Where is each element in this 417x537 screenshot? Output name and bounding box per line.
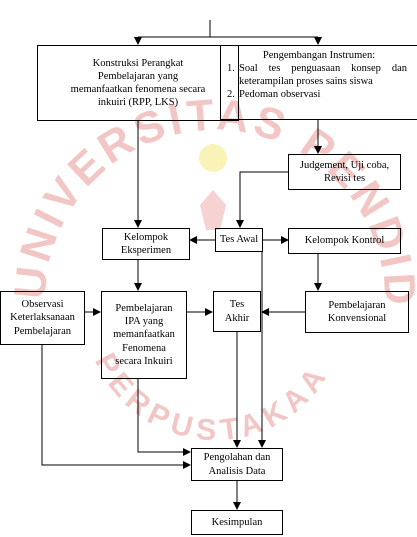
- judgement-box: Judgement, Uji coba, Revisi tes: [288, 154, 401, 190]
- eksperimen-line-1: Kelompok: [123, 231, 169, 243]
- eksperimen-line-2: Eksperimen: [120, 245, 172, 256]
- pengolahan-line-2: Analisis Data: [208, 465, 266, 477]
- connector-observasi-pengolahan: [41, 345, 191, 469]
- tes-akhir-box: Tes Akhir: [213, 291, 261, 332]
- observasi-line-1: Observasi: [21, 299, 64, 311]
- connector-pembelajaran-pengolahan: [137, 379, 191, 456]
- watermark-emblem: [200, 190, 226, 230]
- observasi-line-3: Pembelajaran: [13, 325, 72, 337]
- pengembangan-item-1-num: 1.: [227, 63, 235, 75]
- connector-judgement-tesawal: [236, 171, 288, 228]
- pembelajaran-ipa-line-3: memanfaatkan: [113, 329, 175, 341]
- pengolahan-line-1: Pengolahan dan: [203, 452, 271, 464]
- watermark-sun: [199, 144, 227, 172]
- konstruksi-line-4: inkuiri (RPP, LKS): [97, 97, 179, 109]
- tes-awal-line-1: Tes Awal: [219, 234, 259, 246]
- kontrol-line-1: Kelompok Kontrol: [304, 235, 385, 247]
- kesimpulan-box: Kesimpulan: [191, 510, 283, 535]
- konstruksi-box: Konstruksi Perangkat Pembelajaran yang m…: [37, 45, 239, 121]
- pengembangan-item-1-line-1: Soal tes penguasaan konsep dan: [239, 63, 407, 75]
- konvensional-line-2: Konvensional: [327, 313, 387, 324]
- tes-awal-box: Tes Awal: [215, 228, 263, 252]
- pembelajaran-ipa-line-5: secara Inkuiri: [115, 355, 173, 367]
- pengembangan-item-1: 1. Soal tes penguasaan konsep dan: [227, 62, 411, 75]
- pembelajaran-ipa-line-1: Pembelajaran: [115, 303, 173, 315]
- pengembangan-item-1-line-2: keterampilan proses sains siswa: [239, 76, 373, 88]
- konvensional-box: Pembelajaran Konvensional: [305, 291, 409, 333]
- judgement-line-2: Revisi tes: [323, 173, 366, 184]
- pengembangan-item-2-line-1: Pedoman observasi: [239, 89, 321, 101]
- pengolahan-box: Pengolahan dan Analisis Data: [191, 448, 283, 481]
- judgement-line-1: Judgement, Uji coba,: [299, 159, 390, 171]
- pembelajaran-ipa-box: Pembelajaran IPA yang memanfaatkan Fenom…: [101, 291, 187, 379]
- pengembangan-box: Pengembangan Instrumen: 1. Soal tes peng…: [220, 45, 417, 120]
- pengembangan-item-2: 2. Pedoman observasi: [227, 88, 411, 101]
- kesimpulan-line-1: Kesimpulan: [211, 516, 263, 528]
- kontrol-box: Kelompok Kontrol: [288, 228, 401, 254]
- konstruksi-line-3: memanfaatkan fenomena secara: [70, 84, 206, 95]
- tes-akhir-line-1: Tes: [229, 299, 245, 311]
- pengembangan-item-2-num: 2.: [227, 89, 235, 101]
- pengembangan-title: Pengembangan Instrumen:: [262, 50, 376, 61]
- konstruksi-line-2: Pembelajaran yang: [97, 70, 179, 82]
- tes-akhir-line-2: Akhir: [224, 312, 250, 324]
- pembelajaran-ipa-line-4: Fenomena: [122, 342, 166, 354]
- observasi-line-2: Keterlaksanaan: [10, 312, 75, 324]
- eksperimen-box: Kelompok Eksperimen: [102, 228, 190, 260]
- pembelajaran-ipa-line-2: IPA yang: [124, 316, 164, 328]
- konvensional-line-1: Pembelajaran: [328, 299, 386, 311]
- konstruksi-line-1: Konstruksi Perangkat: [92, 57, 184, 69]
- observasi-box: Observasi Keterlaksanaan Pembelajaran: [0, 291, 85, 345]
